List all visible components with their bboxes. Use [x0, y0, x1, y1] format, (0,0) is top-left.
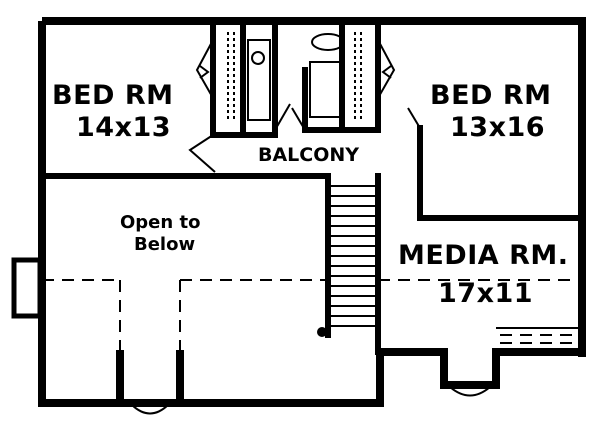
wall-bump	[11, 257, 43, 319]
bay-projections	[131, 327, 578, 415]
closet-rods	[227, 32, 362, 120]
open-below-line1: Open to	[120, 212, 201, 233]
bed-left-name: BED RM	[52, 80, 174, 111]
bedroom-doors	[188, 103, 421, 173]
bed-right-name: BED RM	[430, 80, 552, 111]
overhead-dashed-line	[42, 279, 580, 350]
media-room-name: MEDIA RM.	[398, 240, 569, 271]
balcony-label: BALCONY	[258, 144, 360, 166]
bed-left-size: 14x13	[76, 112, 172, 143]
stairs	[317, 185, 375, 337]
columns	[116, 350, 184, 403]
open-below-line2: Below	[134, 234, 196, 255]
media-room-size: 17x11	[438, 278, 534, 309]
bed-right-size: 13x16	[450, 112, 546, 143]
closet-doors	[195, 39, 396, 99]
bath-fixtures	[247, 33, 345, 121]
exterior-walls	[38, 17, 586, 407]
